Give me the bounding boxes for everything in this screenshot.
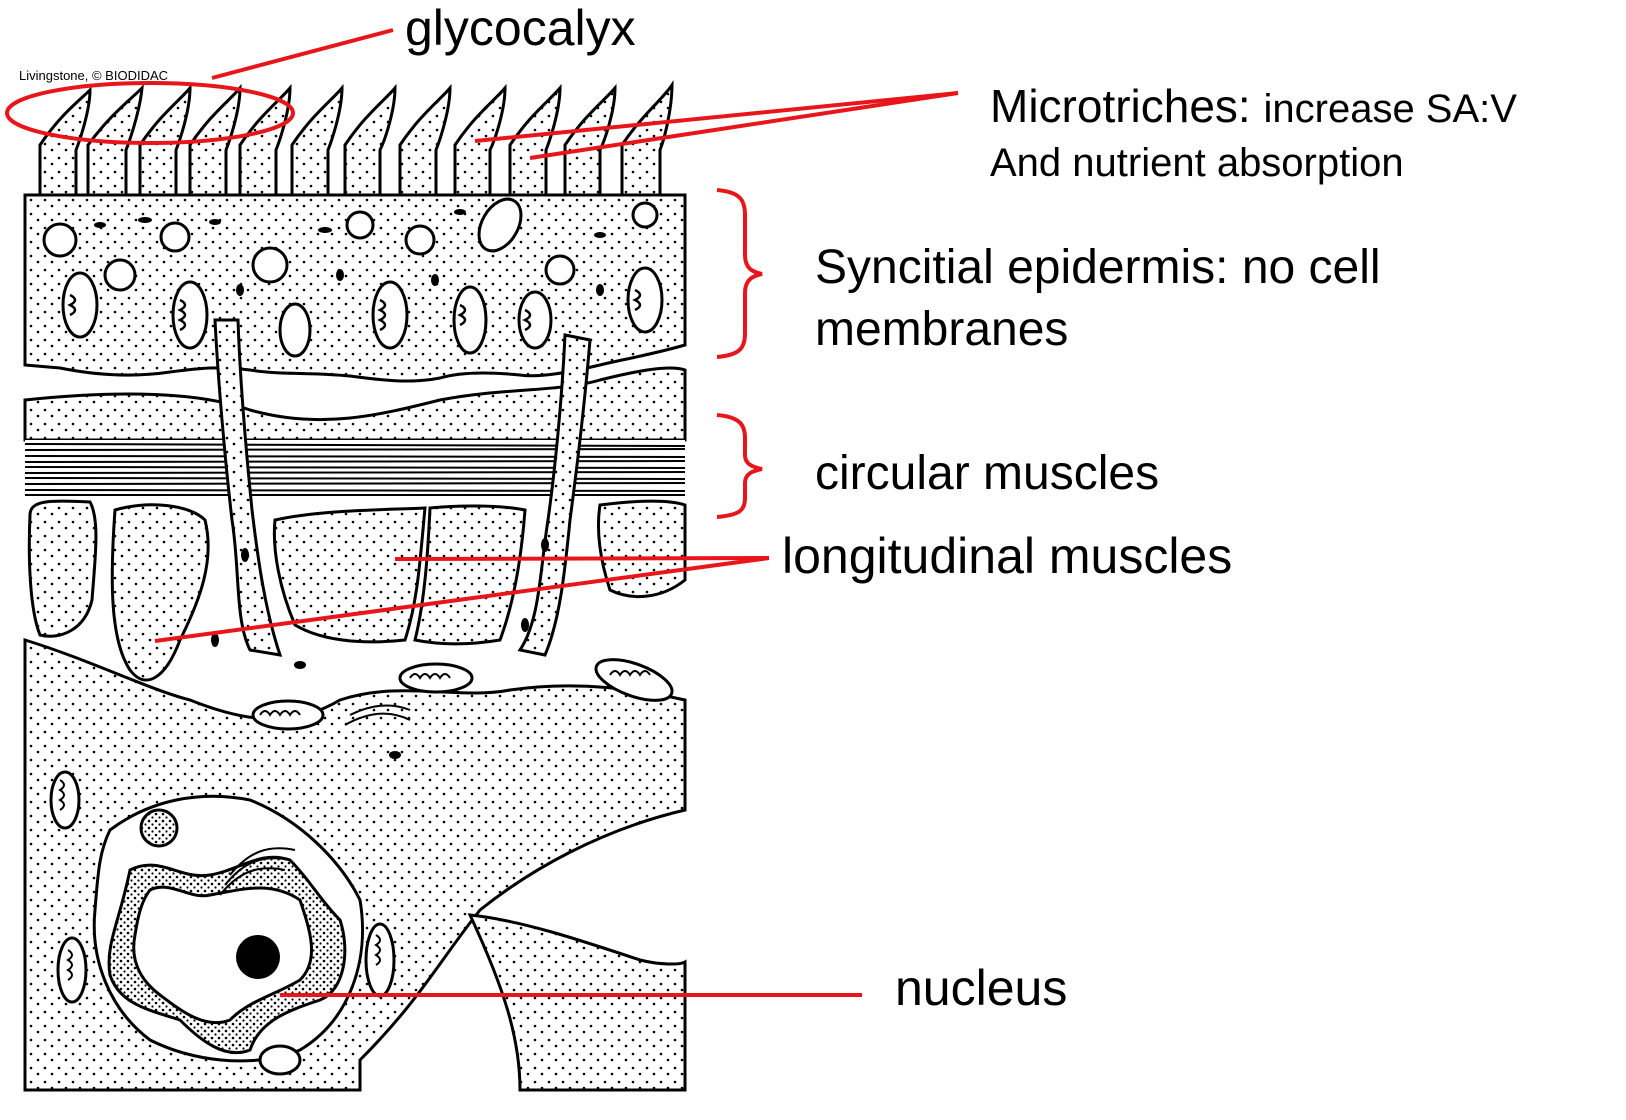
label-microtriches-main: Microtriches: bbox=[990, 80, 1251, 132]
label-microtriches: Microtriches: increase SA:V bbox=[990, 80, 1517, 133]
circular-muscle-band bbox=[25, 440, 685, 495]
label-circular-muscles: circular muscles bbox=[815, 446, 1159, 501]
label-microtriches-rest: increase SA:V bbox=[1264, 87, 1517, 131]
label-syncitial-line2: membranes bbox=[815, 302, 1068, 357]
label-syncitial-line1: Syncitial epidermis: no cell bbox=[815, 240, 1381, 295]
longitudinal-pointer-1 bbox=[395, 558, 769, 559]
label-nucleus: nucleus bbox=[895, 960, 1067, 1018]
label-glycocalyx: glycocalyx bbox=[405, 0, 636, 58]
bracket-syncitial bbox=[717, 190, 762, 357]
bracket-circular bbox=[717, 415, 762, 517]
glycocalyx-pointer bbox=[212, 30, 393, 78]
image-credit: Livingstone, © BIODIDAC bbox=[19, 69, 168, 84]
label-microtriches-line2: And nutrient absorption bbox=[990, 140, 1404, 186]
label-longitudinal-muscles: longitudinal muscles bbox=[782, 528, 1232, 586]
